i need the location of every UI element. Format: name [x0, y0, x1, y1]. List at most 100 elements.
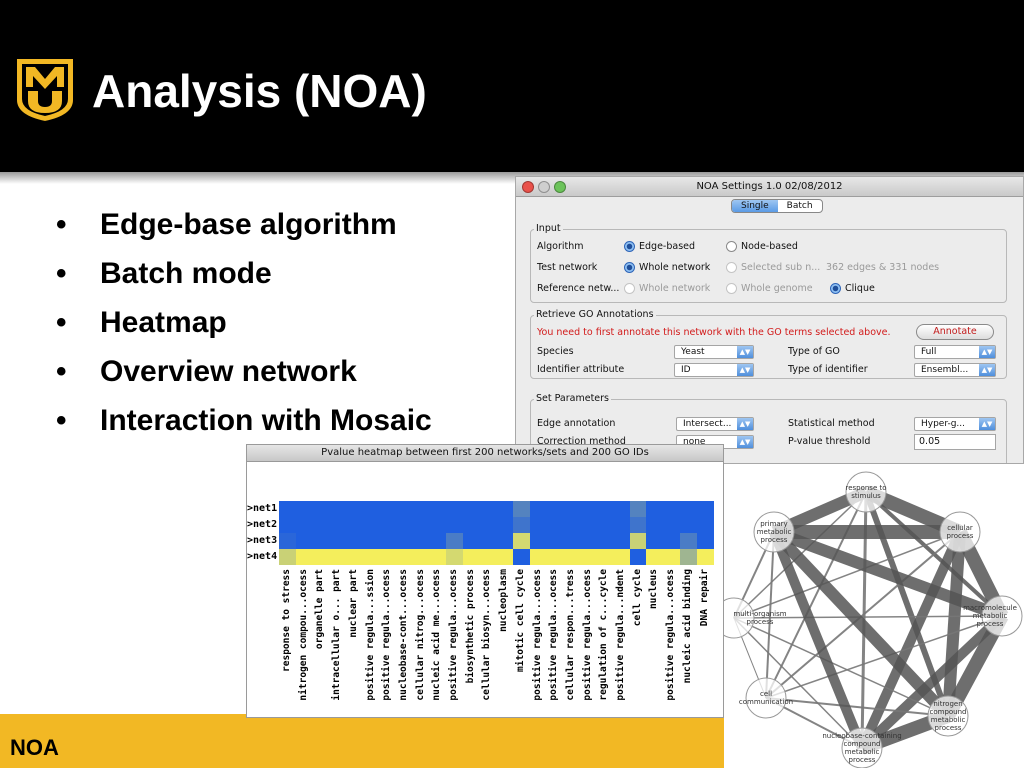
heatmap-cell[interactable] [579, 501, 597, 517]
heatmap-cell[interactable] [613, 549, 631, 565]
heatmap-cell[interactable] [663, 533, 681, 549]
heatmap-cell[interactable] [429, 501, 447, 517]
heatmap-cell[interactable] [546, 549, 564, 565]
heatmap-cell[interactable] [496, 517, 514, 533]
heatmap-cell[interactable] [379, 549, 397, 565]
heatmap-cell[interactable] [479, 501, 497, 517]
heatmap-cell[interactable] [395, 549, 414, 565]
heatmap-cell[interactable] [696, 517, 714, 533]
heatmap-cell[interactable] [345, 501, 363, 517]
heatmap-cell[interactable] [629, 501, 647, 517]
heatmap-cell[interactable] [529, 549, 547, 565]
heatmap-cell[interactable] [579, 533, 597, 549]
heatmap-cell[interactable] [362, 533, 380, 549]
tab-single[interactable]: Single [732, 200, 778, 212]
heatmap-cell[interactable] [279, 549, 297, 565]
heatmap-cell[interactable] [546, 501, 564, 517]
heatmap-cell[interactable] [446, 501, 464, 517]
heatmap-cell[interactable] [279, 533, 297, 549]
heatmap-cell[interactable] [312, 549, 330, 565]
heatmap-cell[interactable] [295, 549, 313, 565]
heatmap-cell[interactable] [512, 517, 530, 533]
heatmap-cell[interactable] [562, 501, 581, 517]
heatmap-cell[interactable] [395, 517, 414, 533]
heatmap-cell[interactable] [362, 549, 380, 565]
heatmap-cell[interactable] [462, 517, 480, 533]
heatmap-cell[interactable] [596, 517, 614, 533]
heatmap-cell[interactable] [329, 549, 347, 565]
edge-based-radio[interactable] [624, 241, 635, 252]
heatmap-cell[interactable] [663, 501, 681, 517]
heatmap-cell[interactable] [696, 501, 714, 517]
heatmap-cell[interactable] [679, 517, 697, 533]
identifier-attribute-select[interactable]: ID▲▼ [674, 363, 754, 377]
heatmap-cell[interactable] [562, 517, 581, 533]
heatmap-cell[interactable] [412, 517, 430, 533]
heatmap-cell[interactable] [679, 549, 697, 565]
whole-network-radio[interactable] [624, 262, 635, 273]
heatmap-cell[interactable] [562, 549, 581, 565]
species-select[interactable]: Yeast▲▼ [674, 345, 754, 359]
zoom-icon[interactable] [554, 181, 566, 193]
heatmap-cell[interactable] [446, 549, 464, 565]
minimize-icon[interactable] [538, 181, 550, 193]
heatmap-cell[interactable] [679, 501, 697, 517]
selected-subnetwork-radio[interactable] [726, 262, 737, 273]
heatmap-cell[interactable] [663, 517, 681, 533]
heatmap-cell[interactable] [613, 517, 631, 533]
node-based-radio[interactable] [726, 241, 737, 252]
heatmap-cell[interactable] [312, 501, 330, 517]
heatmap-cell[interactable] [613, 533, 631, 549]
heatmap-cell[interactable] [629, 533, 647, 549]
heatmap-cell[interactable] [529, 517, 547, 533]
heatmap-cell[interactable] [696, 549, 714, 565]
heatmap-cell[interactable] [512, 533, 530, 549]
heatmap-cell[interactable] [279, 501, 297, 517]
heatmap-cell[interactable] [295, 501, 313, 517]
type-of-identifier-select[interactable]: Ensembl...▲▼ [914, 363, 996, 377]
heatmap-cell[interactable] [629, 517, 647, 533]
statistical-method-select[interactable]: Hyper-g...▲▼ [914, 417, 996, 431]
heatmap-cell[interactable] [646, 517, 664, 533]
heatmap-cell[interactable] [646, 533, 664, 549]
heatmap-cell[interactable] [646, 501, 664, 517]
heatmap-cell[interactable] [496, 549, 514, 565]
heatmap-cell[interactable] [679, 533, 697, 549]
heatmap-cell[interactable] [345, 549, 363, 565]
heatmap-cell[interactable] [512, 549, 530, 565]
heatmap-cell[interactable] [329, 501, 347, 517]
heatmap-cell[interactable] [546, 533, 564, 549]
heatmap-cell[interactable] [512, 501, 530, 517]
heatmap-cell[interactable] [279, 517, 297, 533]
type-of-go-select[interactable]: Full▲▼ [914, 345, 996, 359]
heatmap-cell[interactable] [462, 501, 480, 517]
heatmap-cell[interactable] [496, 501, 514, 517]
heatmap-cell[interactable] [312, 533, 330, 549]
heatmap-cell[interactable] [479, 533, 497, 549]
heatmap-cell[interactable] [395, 533, 414, 549]
heatmap-cell[interactable] [462, 533, 480, 549]
tab-batch[interactable]: Batch [786, 201, 813, 211]
heatmap-cell[interactable] [379, 517, 397, 533]
heatmap-cell[interactable] [479, 517, 497, 533]
heatmap-cell[interactable] [446, 533, 464, 549]
heatmap-cell[interactable] [596, 533, 614, 549]
heatmap-cell[interactable] [295, 517, 313, 533]
heatmap-cell[interactable] [462, 549, 480, 565]
heatmap-cell[interactable] [479, 549, 497, 565]
heatmap-cell[interactable] [345, 533, 363, 549]
heatmap-cell[interactable] [362, 501, 380, 517]
annotate-button[interactable]: Annotate [916, 324, 994, 340]
heatmap-cell[interactable] [496, 533, 514, 549]
heatmap-cell[interactable] [529, 501, 547, 517]
heatmap-cell[interactable] [412, 549, 430, 565]
heatmap-cell[interactable] [412, 501, 430, 517]
whole-genome-radio[interactable] [726, 283, 737, 294]
heatmap-cell[interactable] [579, 549, 597, 565]
